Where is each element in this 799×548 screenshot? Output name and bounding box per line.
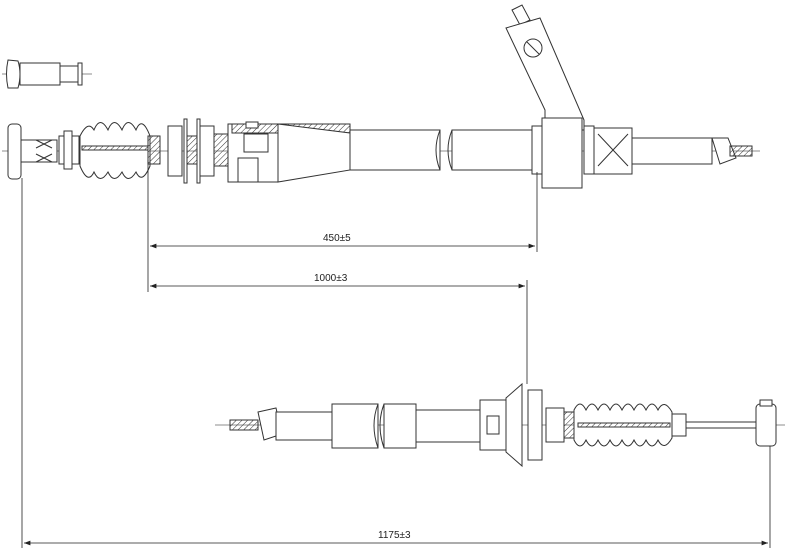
dimension-450: 450±5 bbox=[150, 233, 535, 249]
lower-cable-assembly bbox=[215, 382, 785, 468]
upper-cable-assembly bbox=[2, 4, 760, 189]
dimension-label-1175: 1175±3 bbox=[378, 530, 411, 541]
extension-lines bbox=[21, 160, 771, 548]
end-fitting-detail bbox=[2, 59, 92, 89]
dimension-label-450: 450±5 bbox=[323, 233, 351, 244]
dimension-1175: 1175±3 bbox=[24, 530, 768, 546]
dimension-label-1000: 1000±3 bbox=[314, 273, 348, 284]
dimension-1000: 1000±3 bbox=[150, 273, 525, 289]
